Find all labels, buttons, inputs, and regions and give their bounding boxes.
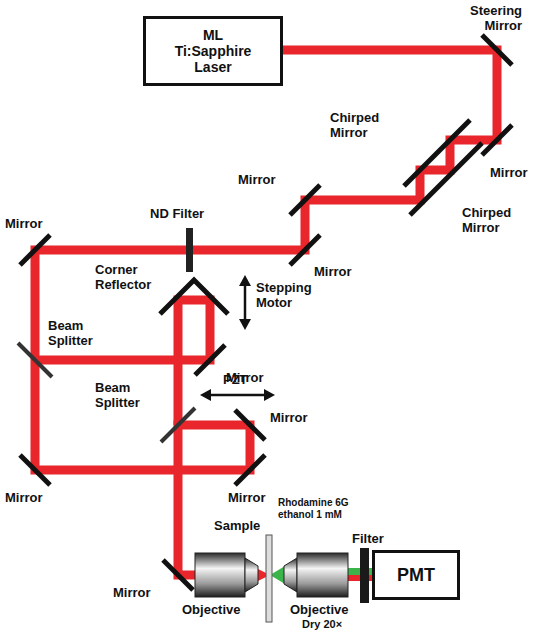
mirror <box>20 235 50 265</box>
objective-label: Objective <box>182 602 241 617</box>
mirror-label: Mirror <box>228 490 266 505</box>
steering-mirror <box>482 35 512 65</box>
laser-beam <box>35 300 210 425</box>
objective-lens <box>195 553 258 597</box>
nd-filter <box>186 228 193 272</box>
mirror-label: Mirror <box>314 264 352 279</box>
stepping-arrow <box>239 275 251 330</box>
chirped-mirror <box>404 120 470 186</box>
mirror-label: Mirror <box>5 216 43 231</box>
corner-reflector <box>160 280 228 314</box>
mirror-label: Chirped Mirror <box>330 110 379 140</box>
chirped-mirror <box>410 143 482 215</box>
objective-label: Objective <box>290 602 349 617</box>
detector-box: PMT <box>372 550 460 600</box>
splitter-label: Beam Splitter <box>95 380 140 410</box>
mirror-label: Mirror <box>270 410 308 425</box>
mirror <box>195 345 225 375</box>
sample-label: Sample <box>214 518 260 533</box>
objective-lens <box>284 553 348 597</box>
mirror-group <box>20 35 512 590</box>
solution-label: Rhodamine 6G ethanol 1 mM <box>278 497 350 521</box>
box-text: PMT <box>397 565 435 585</box>
beam-splitter <box>161 408 195 442</box>
pzt-arrow <box>200 389 275 401</box>
mirror <box>235 455 265 485</box>
filter-label: Filter <box>352 531 384 546</box>
motor-label: Stepping Motor <box>256 280 312 310</box>
mirror-label: Mirror <box>490 165 528 180</box>
mirror <box>20 455 50 485</box>
splitter-label: Beam Splitter <box>48 318 93 348</box>
mirror-label: Mirror <box>238 172 276 187</box>
mirror <box>290 235 320 265</box>
box-text: ML Ti:Sapphire Laser <box>175 27 252 75</box>
mirror-label: Mirror <box>5 490 43 505</box>
objective-spec: Dry 20× <box>302 618 342 631</box>
emission-filter <box>360 548 369 603</box>
sample-slide <box>266 535 272 622</box>
mirror <box>290 185 320 215</box>
laser-box: ML Ti:Sapphire Laser <box>143 16 283 86</box>
reflector-label: Corner Reflector <box>95 262 151 292</box>
mirror-label: Mirror <box>113 585 151 600</box>
mirror-label: Steering Mirror <box>470 3 522 33</box>
filter-label: ND Filter <box>150 206 204 221</box>
laser-beam <box>35 50 497 575</box>
pzt-label: PZT <box>223 372 248 387</box>
beam-splitter <box>18 343 52 377</box>
mirror-label: Chirped Mirror <box>462 205 511 235</box>
mirror <box>482 125 512 155</box>
mirror <box>235 410 265 440</box>
mirror <box>163 560 193 590</box>
